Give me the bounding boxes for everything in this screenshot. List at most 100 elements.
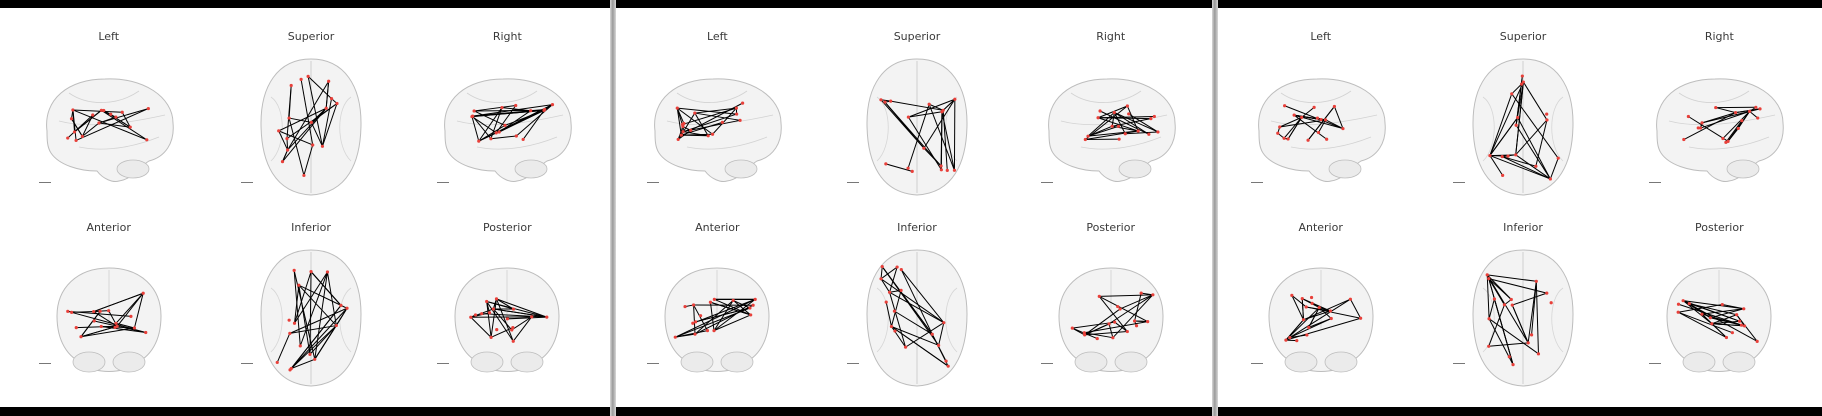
brain-node	[320, 144, 325, 148]
brain-node	[335, 101, 339, 106]
connection-edge	[496, 298, 548, 318]
connection-edge	[713, 300, 734, 331]
brain-node	[1509, 297, 1513, 302]
connection-edge	[894, 310, 933, 335]
connection-edge	[1501, 156, 1551, 180]
brain-node	[1696, 126, 1701, 130]
brain-node	[1534, 279, 1538, 283]
brain-node	[1492, 297, 1497, 301]
view-title: Right	[1704, 30, 1734, 43]
window-divider-2[interactable]	[1212, 0, 1218, 416]
connection-edge	[900, 269, 945, 323]
connection-edge	[1349, 298, 1361, 319]
connection-edge	[478, 107, 503, 142]
connection-edge	[289, 307, 348, 371]
brain-node	[309, 120, 313, 125]
connection-edge	[1549, 158, 1559, 180]
connection-edge	[511, 316, 533, 331]
orientation-marker	[1250, 182, 1263, 183]
connection-edge	[891, 326, 949, 367]
brain-view-superior: Superior	[221, 22, 401, 207]
connection-edge	[884, 101, 942, 167]
brain-view-anterior: Anterior	[19, 213, 199, 398]
brain-view-right: Right	[417, 22, 597, 207]
brain-node	[65, 136, 69, 140]
brain-node	[1126, 112, 1130, 116]
brain-node	[942, 321, 946, 325]
brain-node	[1709, 316, 1713, 320]
connection-edge	[298, 285, 311, 355]
connection-edge	[1489, 117, 1519, 156]
connection-edge	[115, 292, 144, 324]
brain-node	[80, 134, 84, 138]
brain-node	[1329, 316, 1333, 321]
connection-edge	[923, 98, 956, 149]
brain-node	[1755, 339, 1760, 343]
brain-node	[691, 321, 695, 325]
connection-edge	[300, 79, 314, 146]
connection-edge	[1683, 300, 1713, 325]
brain-node	[514, 103, 518, 108]
orientation-marker	[241, 363, 254, 364]
orientation-marker	[846, 182, 859, 183]
brain-node	[477, 139, 481, 143]
connection-edge	[1488, 278, 1514, 365]
brain-node	[1096, 116, 1100, 120]
view-title: Superior	[287, 30, 335, 43]
connection-edge	[889, 292, 907, 348]
brain-node	[1118, 307, 1122, 311]
brain-render	[45, 78, 174, 182]
connection-edge	[889, 266, 898, 293]
connection-edge	[1511, 304, 1529, 344]
brain-render	[1472, 249, 1574, 387]
brain-node	[299, 77, 303, 82]
connection-edge	[880, 99, 925, 149]
brain-node	[1289, 293, 1294, 297]
brain-node	[681, 130, 685, 134]
brain-node	[1309, 295, 1313, 300]
connection-edge	[70, 118, 83, 137]
brain-node	[1681, 299, 1686, 303]
brain-node	[1735, 313, 1739, 317]
brain-node	[1294, 339, 1299, 343]
brain-node	[880, 265, 884, 269]
connection-edge	[133, 293, 144, 329]
brain-node	[1514, 123, 1518, 127]
orientation-marker	[1453, 182, 1466, 183]
brain-node	[1304, 333, 1309, 337]
connection-edge	[1112, 294, 1153, 339]
brain-node	[1358, 316, 1362, 320]
connection-edge	[1285, 339, 1297, 342]
connection-edge	[1511, 93, 1559, 159]
connection-edge	[1488, 298, 1495, 319]
connection-edge	[712, 107, 738, 135]
brain-node	[944, 359, 948, 363]
connection-edge	[1279, 116, 1302, 128]
brain-view-left: Left	[1231, 22, 1411, 207]
connection-edge	[880, 266, 883, 279]
brain-node	[74, 326, 78, 330]
connection-edge	[491, 327, 514, 338]
brain-node	[72, 130, 76, 134]
brain-node	[748, 306, 752, 310]
connection-edge	[72, 109, 122, 113]
connection-edge	[714, 314, 752, 332]
connection-edge	[1683, 300, 1745, 310]
connection-edge	[1097, 115, 1155, 119]
brain-node	[939, 168, 943, 172]
brain-node	[70, 108, 75, 112]
brain-node	[1500, 154, 1504, 159]
brain-node	[1488, 153, 1492, 158]
connection-edge	[490, 107, 503, 139]
brain-node	[895, 265, 899, 269]
brain-node	[1132, 319, 1136, 323]
window-divider-1[interactable]	[610, 0, 616, 416]
brain-node	[899, 288, 903, 293]
orientation-marker	[241, 182, 254, 183]
connection-edge	[326, 271, 337, 326]
brain-node	[1286, 137, 1290, 141]
brain-node	[511, 339, 516, 343]
brain-node	[1282, 104, 1286, 108]
connection-edge	[1285, 317, 1361, 341]
brain-node	[529, 109, 533, 113]
